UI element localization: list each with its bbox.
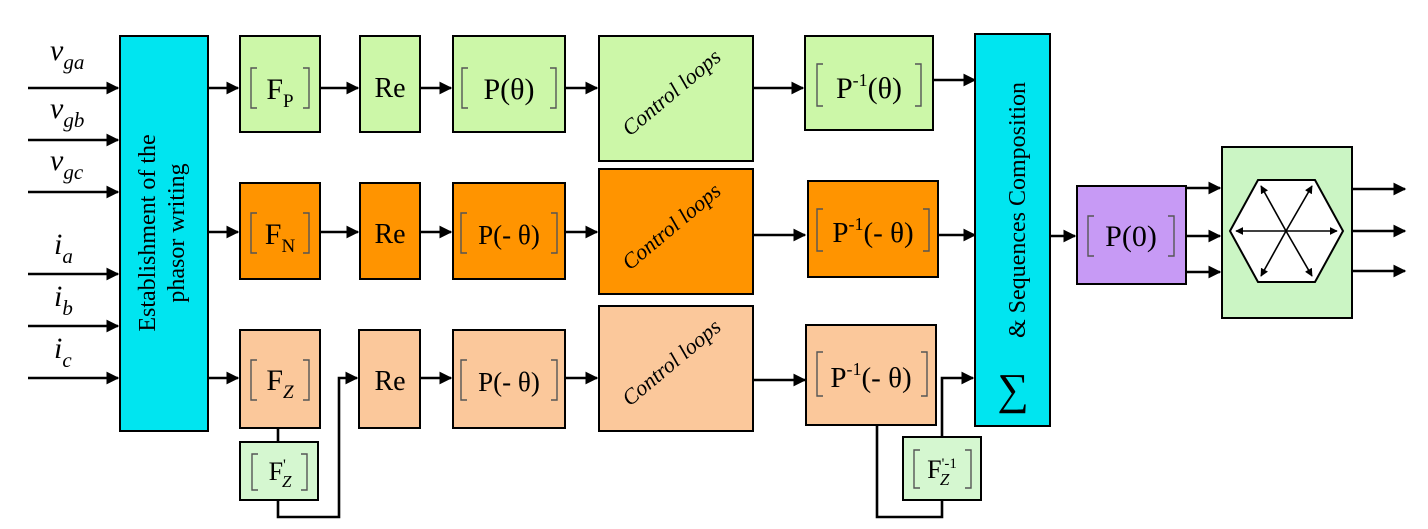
fz-prime-filter-label: F'Z <box>269 457 292 491</box>
re-label-negative: Re <box>374 219 405 250</box>
inverse-park-label-negative: P-1(- θ) <box>832 214 913 249</box>
park-block-zero <box>452 329 566 429</box>
inverter-hexagon-icon <box>1228 179 1345 283</box>
sequence-composition-label: & Sequences Composition <box>1005 82 1031 338</box>
negative-sequence-row: FN Re P(- θ) Control loops P-1(- θ) <box>239 168 939 295</box>
fn-filter-block <box>239 182 321 280</box>
input-label-vgb: vgb <box>50 92 84 132</box>
output-park-block <box>1076 185 1187 285</box>
input-label-vgc: vgc <box>50 144 84 184</box>
sigma-icon: ∑ <box>997 365 1028 414</box>
inverse-park-label-positive: P-1(θ) <box>836 70 902 105</box>
control-loops-positive <box>598 35 754 162</box>
re-label-zero: Re <box>374 366 405 397</box>
input-label-vga: vga <box>50 34 84 74</box>
positive-sequence-row: FP Re P(θ) Control loops P-1(θ) <box>239 35 934 162</box>
input-label-ib: ib <box>54 280 73 320</box>
phasor-writing-block <box>119 35 209 432</box>
re-block-positive <box>359 35 421 133</box>
park-block-positive <box>452 35 566 133</box>
input-arrows <box>28 81 120 385</box>
control-loops-zero <box>598 305 754 432</box>
park-label-negative: P(- θ) <box>478 220 540 250</box>
fz-filter-label: FZ <box>266 364 294 403</box>
park-label-zero: P(- θ) <box>478 367 540 397</box>
input-labels: vga vgb vgc ia ib ic <box>50 34 84 372</box>
inverse-park-block-negative <box>807 180 939 278</box>
inverse-park-label-zero: P-1(- θ) <box>830 359 911 394</box>
output-park-label: P(0) <box>1105 220 1157 253</box>
phasor-label-line1: Establishment of the <box>135 134 161 331</box>
connection-wires <box>208 73 1407 519</box>
input-label-ic: ic <box>54 332 72 372</box>
fz-prime-inverse-block <box>902 436 982 501</box>
fp-filter-block <box>239 35 321 133</box>
fz-filter-block <box>239 329 321 429</box>
inverse-park-block-zero <box>805 324 937 426</box>
park-block-negative <box>452 182 566 280</box>
sequence-composition-block <box>974 33 1051 427</box>
inverse-park-block-positive <box>804 35 934 131</box>
control-loops-negative <box>598 168 754 295</box>
zero-sequence-row: FZ F'Z Re P(- θ) Control loops P-1(- θ) … <box>239 305 982 501</box>
fn-filter-label: FN <box>265 218 296 257</box>
phasor-label-line2: phasor writing <box>164 163 190 302</box>
input-label-ia: ia <box>54 228 73 268</box>
re-label-positive: Re <box>374 73 405 104</box>
park-label-positive: P(θ) <box>483 73 534 106</box>
fp-filter-label: FP <box>266 73 293 112</box>
re-block-negative <box>359 182 421 280</box>
re-block-zero <box>358 329 421 429</box>
